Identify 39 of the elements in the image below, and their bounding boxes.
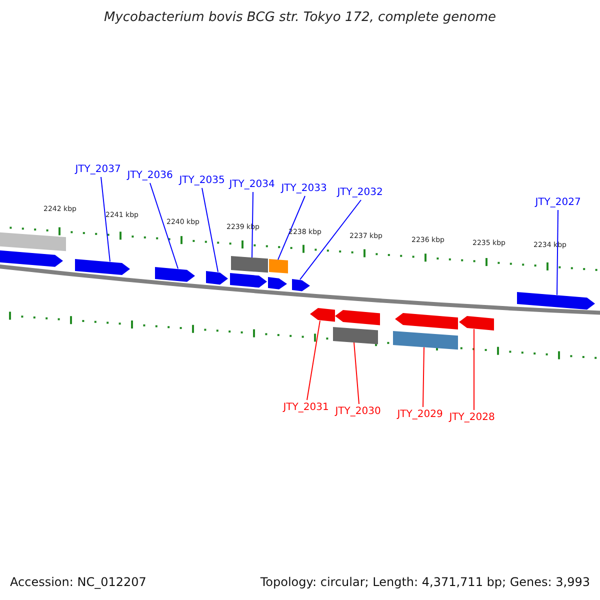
feature-bar [231,256,268,273]
gene-label: JTY_2036 [127,171,173,181]
gene-label: JTY_2031 [283,403,329,413]
gene-label: JTY_2028 [449,413,495,423]
leader-line [354,342,360,404]
feature-bar [333,327,378,344]
gene-block [268,277,287,290]
gene-label: JTY_2030 [335,407,381,417]
genome-info-text: Topology: circular; Length: 4,371,711 bp; Genes: 3,993 [260,576,590,588]
gene-block [75,259,130,275]
gene-label: JTY_2034 [229,180,275,190]
leader-line [100,176,110,262]
gene-label: JTY_2033 [281,184,327,194]
leader-line [252,192,254,258]
leader-line [278,196,306,260]
gene-block [155,267,195,282]
gene-label: JTY_2027 [535,198,581,208]
feature-bar [393,331,458,350]
feature-bar [0,232,66,252]
gene-label: JTY_2035 [179,176,225,186]
leader-line [202,188,218,272]
gene-label: JTY_2037 [75,165,121,175]
leader-line [306,320,320,400]
gene-block [292,279,310,292]
gene-block [206,271,228,285]
gene-label: JTY_2029 [397,410,443,420]
gene-block [335,310,380,326]
leader-line [300,200,362,280]
gene-block [517,292,595,310]
gene-block [459,316,494,331]
feature-bar [269,259,288,274]
leader-line [422,346,424,408]
gene-block [0,250,63,267]
leader-line [150,182,178,270]
gene-block [310,308,335,322]
leader-line [556,210,558,296]
title: Mycobacterium bovis BCG str. Tokyo 172, complete genome [104,11,496,24]
accession-text: Accession: NC_012207 [10,576,146,588]
gene-label: JTY_2032 [337,188,383,198]
